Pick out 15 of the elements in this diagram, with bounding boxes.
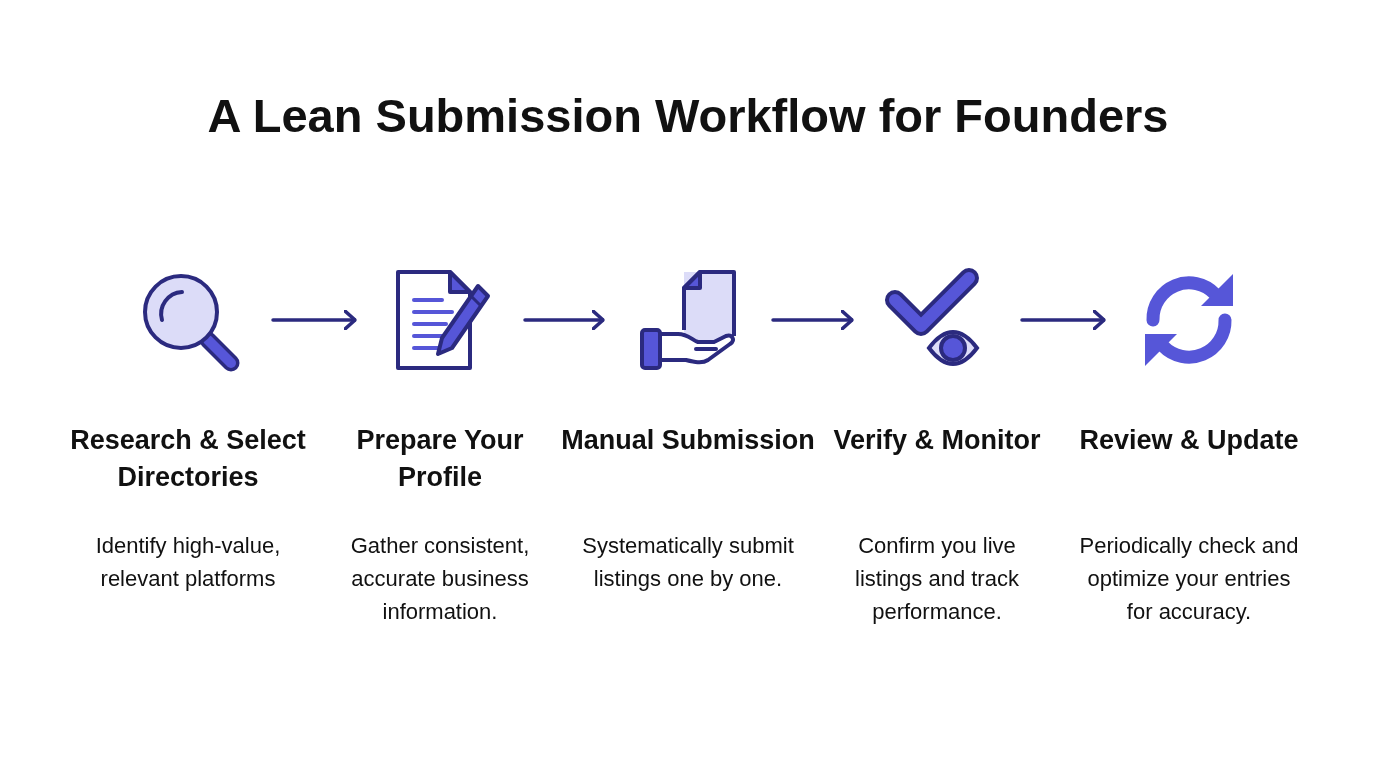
arrow	[523, 309, 605, 331]
step-description: Gather consistent, accurate business information.	[349, 532, 531, 626]
arrow	[771, 309, 854, 331]
step-heading: Research & Select Directories	[69, 424, 307, 494]
step-description: Confirm you live listings and track performance.	[854, 532, 1020, 626]
step-description: Identify high-value, relevant platforms	[94, 532, 282, 593]
arrow	[1020, 309, 1106, 331]
step-heading: Prepare Your Profile	[355, 424, 525, 494]
title: A Lean Submission Workflow for Founders	[206, 88, 1170, 143]
step-description: Periodically check and optimize your entries for accuracy.	[1078, 532, 1300, 626]
arrow	[271, 309, 357, 331]
step-heading: Manual Submission	[560, 424, 816, 457]
step-description: Systematically submit listings one by one.	[581, 532, 795, 593]
step-heading: Review & Update	[1078, 424, 1300, 457]
step-heading: Verify & Monitor	[832, 424, 1042, 457]
